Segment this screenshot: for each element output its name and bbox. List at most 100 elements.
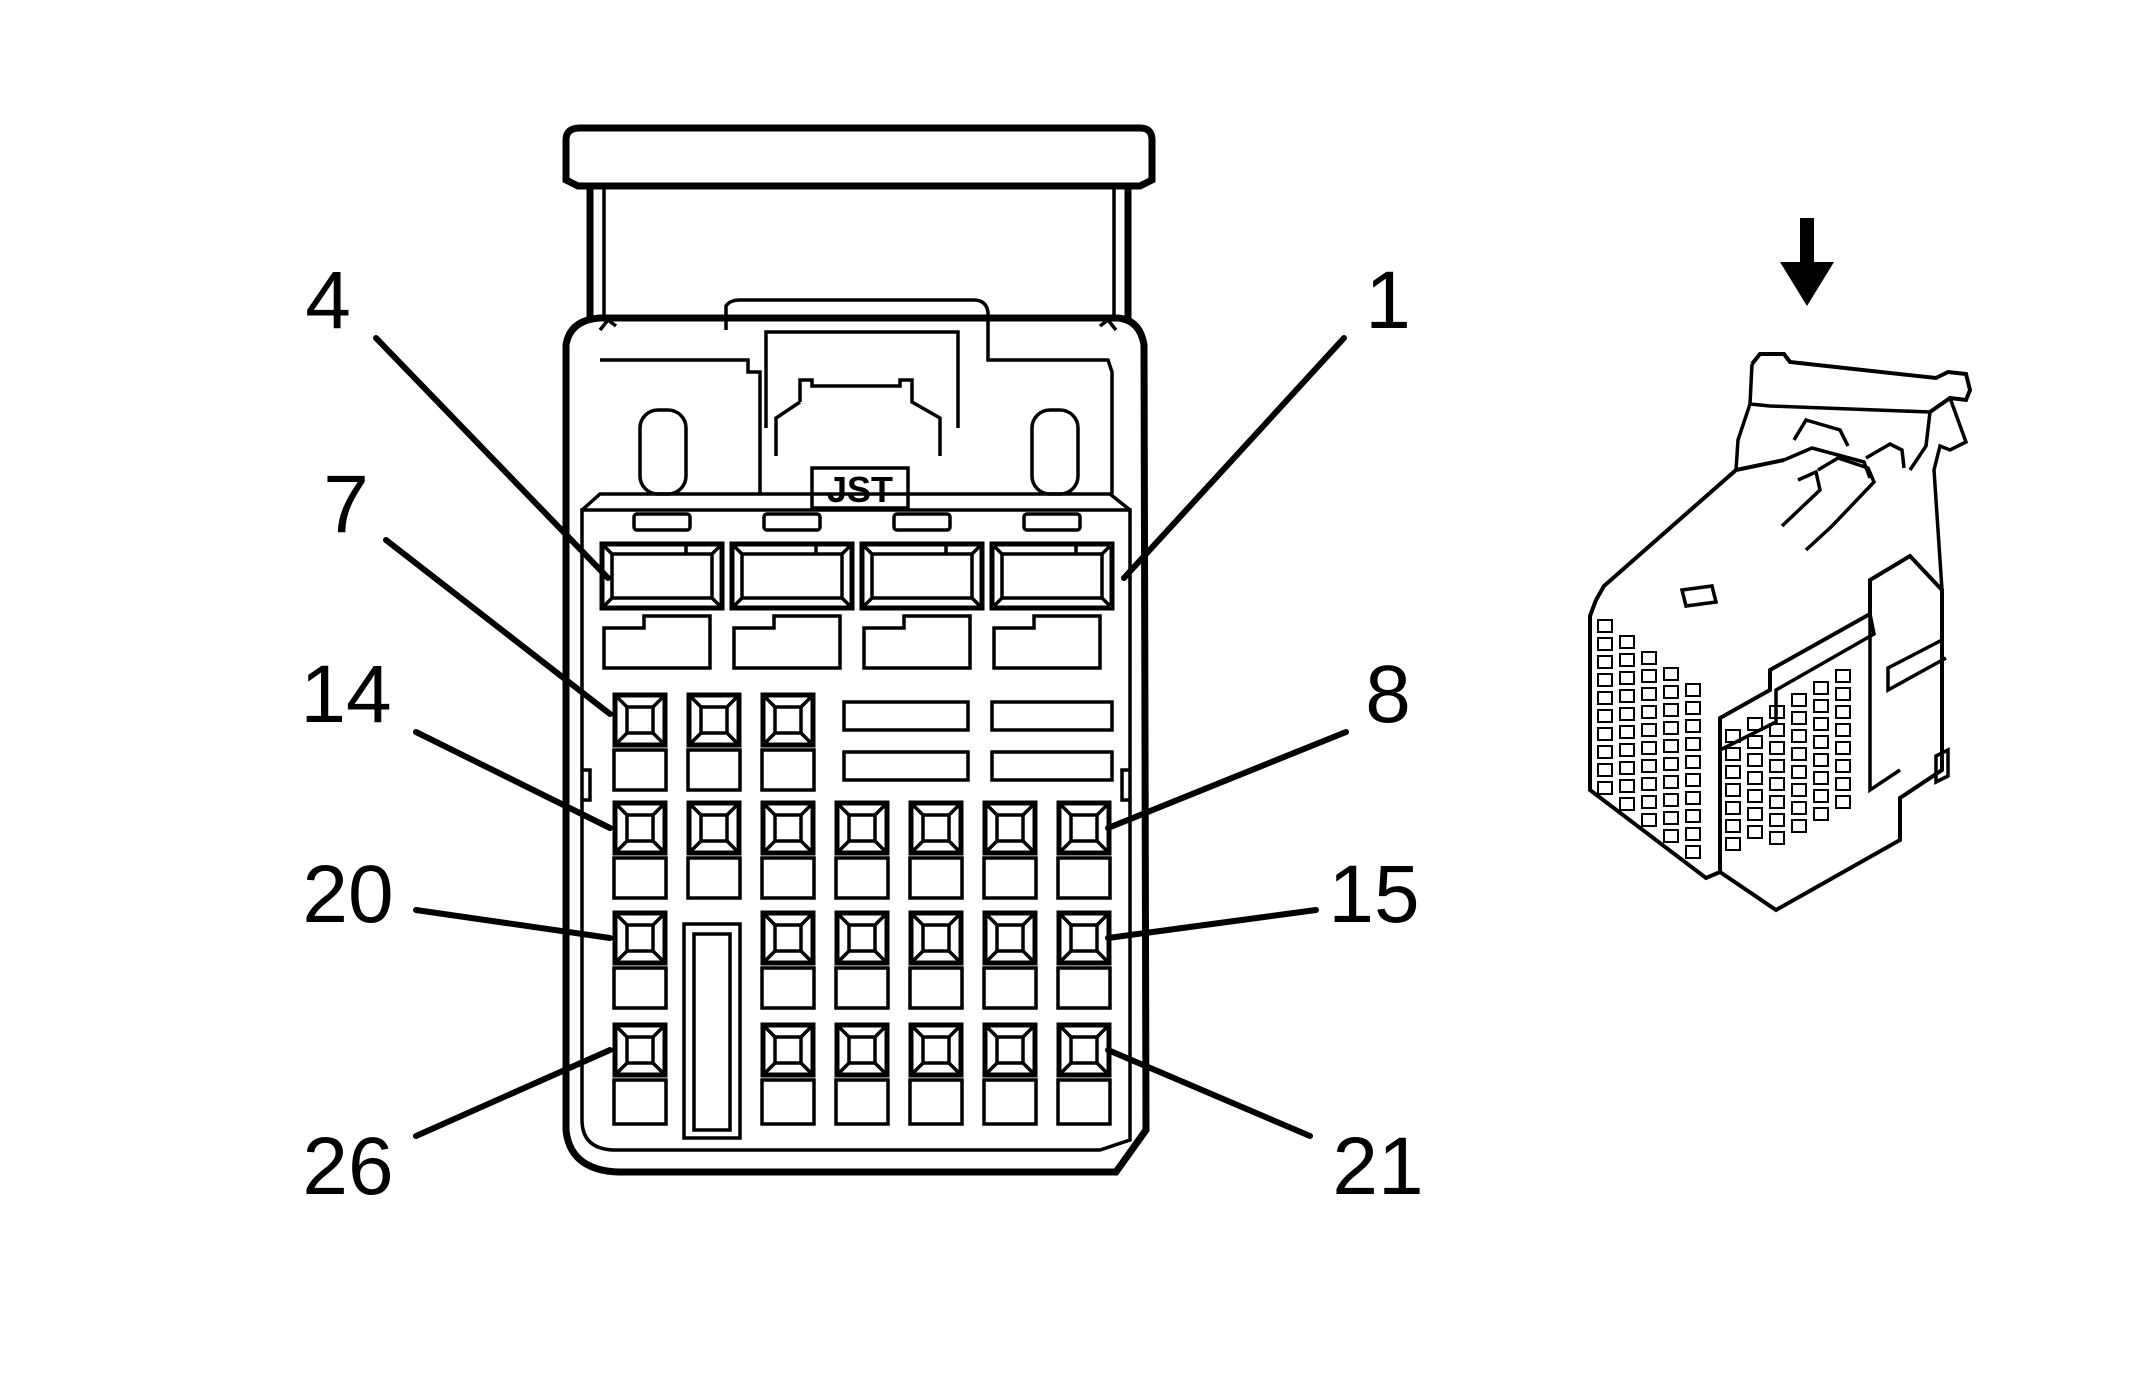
pin-cavity [612,1022,668,1078]
pin-cavity [760,692,816,748]
iso-cavity [1641,669,1657,683]
lock-tab-outer [724,298,1114,494]
pin-cavity [1056,910,1112,966]
iso-cavity [1663,721,1679,735]
iso-cavity [1641,795,1657,809]
iso-cavity [1791,693,1807,707]
iso-cavity [1835,741,1851,755]
leader-line-26 [413,1047,613,1139]
iso-cavity [1813,771,1829,785]
iso-cavity [1641,651,1657,665]
iso-cavity [1725,819,1741,833]
iso-cavity [1813,717,1829,731]
iso-cavity [1641,777,1657,791]
pin-cavity [686,692,742,748]
iso-cavity [1619,689,1635,703]
side-notch-left [582,768,592,802]
iso-cavity [1813,753,1829,767]
iso-cavity [1747,825,1763,839]
iso-cavity [1597,727,1613,741]
hook-right [1098,317,1118,332]
iso-cavity [1619,635,1635,649]
large-cavity [989,541,1115,670]
pin-cavity [908,910,964,966]
iso-cavity [1685,773,1701,787]
long-slot [990,750,1114,782]
pin-cavity [760,910,816,966]
iso-cavity [1835,669,1851,683]
iso-cavity [1747,807,1763,821]
pin-cavity [908,800,964,856]
iso-cavity [1813,807,1829,821]
iso-cavity [1597,763,1613,777]
lock-cavity [612,748,668,792]
pin-label-8: 8 [1365,649,1411,740]
connector-isometric-view [1588,352,1973,913]
iso-cavity [1663,811,1679,825]
pin-cavity [834,800,890,856]
leader-line-8 [1105,729,1349,831]
iso-cavity [1769,795,1785,809]
iso-cavity [1663,739,1679,753]
connector-face: JST [562,124,1156,1176]
iso-cavity [1769,723,1785,737]
iso-cavity [1835,705,1851,719]
top-slots [632,512,1082,532]
slot [892,512,952,532]
leader-line-21 [1105,1047,1313,1139]
iso-cavity [1835,723,1851,737]
iso-cavity [1663,775,1679,789]
lock-cavity [908,856,964,900]
brand-label: JST [827,469,893,510]
side-notch-right [1120,768,1130,802]
iso-cavity [1725,837,1741,851]
leader-line-7 [383,537,613,717]
hook-left [598,317,618,332]
large-cavity [729,541,855,670]
lock-cavity [982,966,1038,1010]
iso-cavity [1619,671,1635,685]
iso-cavity [1685,683,1701,697]
iso-cavity [1685,809,1701,823]
iso-cavity [1663,757,1679,771]
iso-cavity [1725,747,1741,761]
large-cavity [859,541,985,670]
iso-cavity [1685,845,1701,859]
lock-cavity [908,1078,964,1126]
iso-cavity [1641,759,1657,773]
lock-cavity [908,966,964,1010]
iso-cavity [1597,781,1613,795]
leader-line-4 [373,335,611,581]
down-arrow-icon [1780,218,1834,306]
face-top-bevel [580,492,1132,512]
iso-cavity [1641,723,1657,737]
lock-cavity [1056,966,1112,1010]
leader-line-15 [1105,907,1319,941]
pin-label-20: 20 [302,849,393,940]
iso-cavity [1663,667,1679,681]
leader-line-20 [413,907,613,941]
iso-cavity [1791,747,1807,761]
pin-cavity [1056,1022,1112,1078]
leader-line-1 [1121,335,1347,581]
iso-cavity [1641,741,1657,755]
pin-label-21: 21 [1332,1121,1423,1212]
iso-cavity [1813,699,1829,713]
lock-cavity [612,966,668,1010]
lock-cavity [686,748,742,792]
pin-label-26: 26 [302,1121,393,1212]
iso-cavity [1619,761,1635,775]
iso-cavity [1597,691,1613,705]
iso-cavity [1685,719,1701,733]
pin-label-1: 1 [1365,255,1411,346]
iso-cavity [1685,737,1701,751]
iso-cavity [1619,743,1635,757]
face-inner-border [580,508,1132,1152]
post-right [1030,408,1080,496]
lock-tab-outer-left [600,358,762,494]
lock-cavity [612,1078,668,1126]
iso-cavity [1813,681,1829,695]
leader-line-14 [413,729,613,831]
pin-cavity [834,910,890,966]
